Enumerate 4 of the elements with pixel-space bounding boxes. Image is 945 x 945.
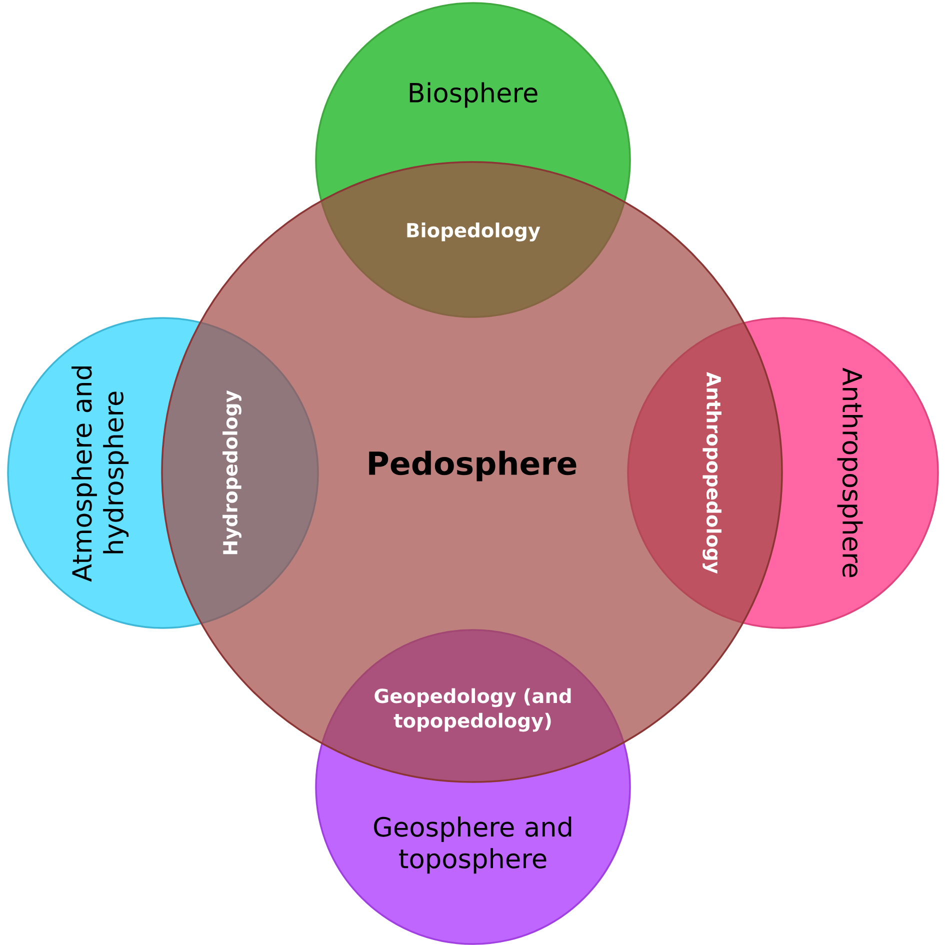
overlap-label: Biopedology (407, 222, 540, 242)
overlap-label: Geopedology (and topopedology) (374, 688, 571, 732)
overlap-label: Hydropedology (222, 390, 242, 554)
overlap-label: Anthropopedology (702, 372, 722, 574)
